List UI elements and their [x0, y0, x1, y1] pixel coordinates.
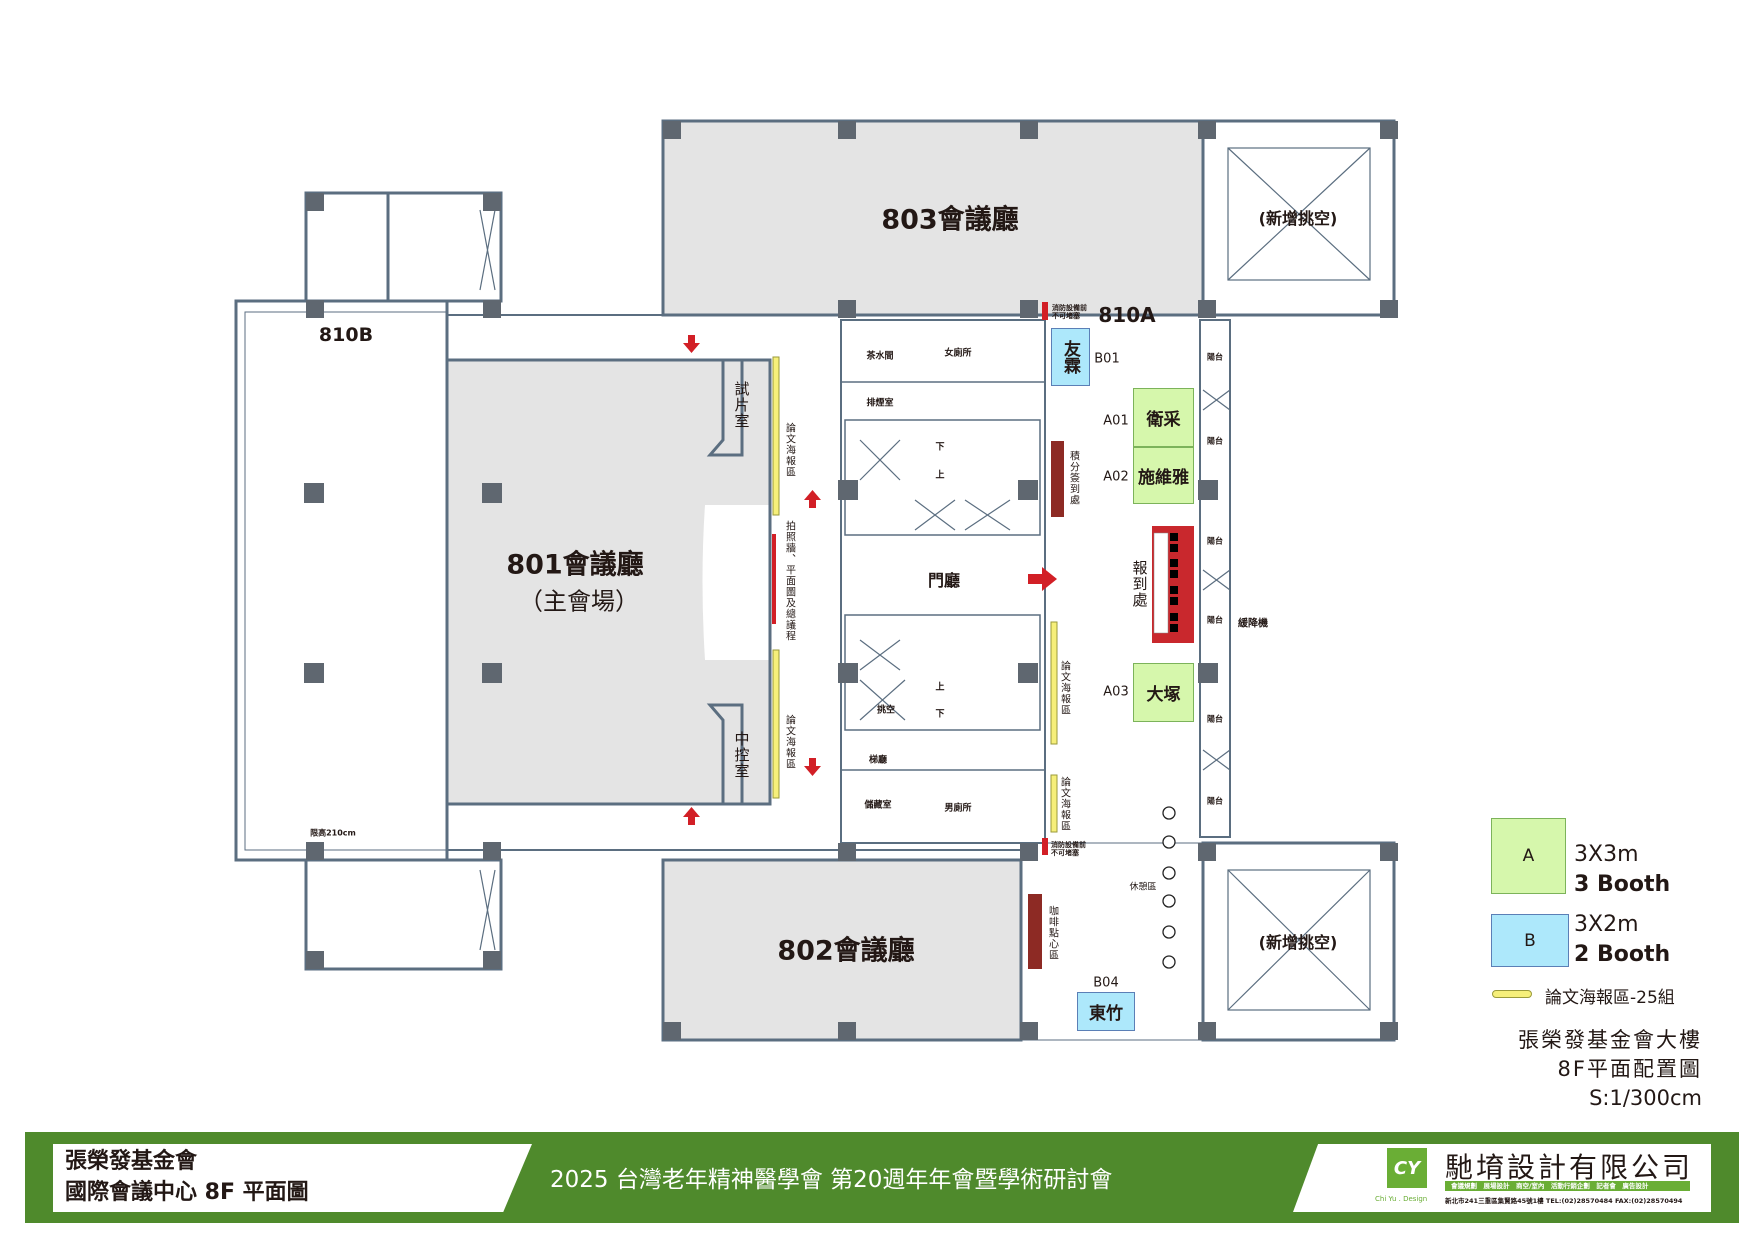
poster-zone-label: 論文海報區	[783, 422, 795, 478]
company-services: 會議規劃 展場設計 商空/室內 活動行銷企劃 記者會 廣告設計	[1445, 1181, 1690, 1191]
women-restroom-label: 女廁所	[944, 348, 972, 359]
control-room-label: 中控室	[732, 731, 751, 779]
registration-label: 報到處	[1130, 560, 1149, 608]
legend-b-size: 3X2m	[1574, 912, 1639, 937]
tea-room-label: 茶水間	[866, 351, 894, 362]
atrium-label: 挑空	[876, 705, 896, 716]
void-bottom-label: (新增挑空)	[1258, 933, 1338, 952]
stair-up-label: 上	[935, 470, 945, 481]
hall-802-label: 802會議廳	[777, 935, 915, 967]
points-signin-label: 積分簽到處	[1067, 450, 1079, 506]
rest-area-label: 休憩區	[1129, 882, 1157, 893]
hall-802-area	[663, 860, 1021, 1040]
photo-wall	[772, 534, 776, 624]
legend-b-swatch: B	[1491, 914, 1569, 967]
footer-venue: 張榮發基金會	[65, 1149, 198, 1174]
legend-a-count: 3 Booth	[1574, 872, 1671, 897]
balcony-label: 陽台	[1207, 714, 1223, 724]
elevator-hall-label: 梯廳	[868, 755, 888, 766]
storage-label: 儲藏室	[864, 800, 892, 811]
direction-arrows	[683, 335, 1057, 825]
balcony-label: 陽台	[1207, 436, 1223, 446]
stair-down-label: 下	[935, 442, 945, 453]
booth-code: A01	[1103, 413, 1129, 429]
smoke-room-label: 排煙室	[866, 398, 894, 409]
company-logo-icon: CY	[1387, 1148, 1427, 1188]
company-address: 新北市241三重區集賢路45號1樓 TEL:(02)28570484 FAX:(…	[1445, 1197, 1683, 1205]
booth-b01[interactable]: 友霖	[1051, 328, 1090, 386]
balcony-label: 陽台	[1207, 796, 1223, 806]
poster-zone-label: 論文海報區	[1058, 660, 1070, 716]
stair-down-label: 下	[935, 709, 945, 720]
footer-plan-title: 國際會議中心 8F 平面圖	[65, 1180, 309, 1205]
coffee-area-label: 咖啡點心區	[1046, 905, 1058, 961]
booth-a02[interactable]: 施維雅	[1133, 447, 1194, 504]
legend-title-building: 張榮發基金會大樓	[1518, 1028, 1702, 1052]
photo-wall-label: 拍照牆、平面圖及總議程	[783, 520, 795, 642]
balcony-label: 陽台	[1207, 536, 1223, 546]
stair-up-label: 上	[935, 682, 945, 693]
points-desk	[1051, 441, 1064, 517]
hall-801-subtitle: （主會場）	[519, 587, 639, 616]
poster-zone-label: 論文海報區	[1058, 776, 1070, 832]
preview-room-label: 試片室	[732, 381, 751, 429]
balcony-label: 陽台	[1207, 615, 1223, 625]
company-name: 馳堉設計有限公司	[1445, 1151, 1694, 1184]
balcony-label: 陽台	[1207, 352, 1223, 362]
coffee-desk	[1028, 894, 1042, 969]
hall-803-area	[663, 121, 1203, 315]
registration-desk	[1152, 526, 1194, 643]
brand-english: Chi Yu . Design	[1375, 1195, 1428, 1203]
fire-note: 消防設備前不可堵塞	[1051, 841, 1086, 857]
booth-code: B01	[1094, 351, 1120, 367]
booth-code: A02	[1103, 469, 1129, 485]
columns	[304, 121, 1398, 1040]
hall-803-label: 803會議廳	[881, 204, 1019, 236]
legend-a-swatch: A	[1491, 818, 1566, 894]
hall-801-label: 801會議廳	[506, 549, 644, 581]
poster-strips	[772, 356, 1058, 833]
booth-a01[interactable]: 衛采	[1133, 388, 1194, 447]
booth-code: B04	[1093, 975, 1119, 991]
ceiling-height-label: 限高210cm	[310, 828, 356, 838]
hall-810a-label: 810A	[1098, 303, 1156, 327]
legend-poster-label: 論文海報區-25組	[1545, 988, 1675, 1008]
void-top-label: (新增挑空)	[1258, 209, 1338, 228]
legend-scale: S:1/300cm	[1589, 1086, 1702, 1110]
poster-zone-label: 論文海報區	[783, 714, 795, 770]
legend-title-plan: 8F平面配置圖	[1557, 1057, 1702, 1081]
legend-a-size: 3X3m	[1574, 842, 1639, 867]
legend-b-count: 2 Booth	[1574, 942, 1671, 967]
poster-legend-icon	[1492, 990, 1532, 998]
lobby-label: 門廳	[927, 571, 961, 590]
footer-event-title: 2025 台灣老年精神醫學會 第20週年年會暨學術研討會	[550, 1167, 1113, 1193]
hall-810b-label: 810B	[318, 324, 374, 346]
footer-bar: 張榮發基金會 國際會議中心 8F 平面圖 2025 台灣老年精神醫學會 第20週…	[25, 1132, 1739, 1223]
men-restroom-label: 男廁所	[944, 803, 972, 814]
booth-a03[interactable]: 大塚	[1133, 663, 1194, 722]
fire-note: 消防設備前不可堵塞	[1052, 304, 1087, 320]
escape-device-label: 緩降機	[1238, 618, 1268, 630]
booth-code: A03	[1103, 684, 1129, 700]
booth-b04[interactable]: 東竹	[1077, 992, 1135, 1031]
rest-seats	[1162, 806, 1176, 969]
